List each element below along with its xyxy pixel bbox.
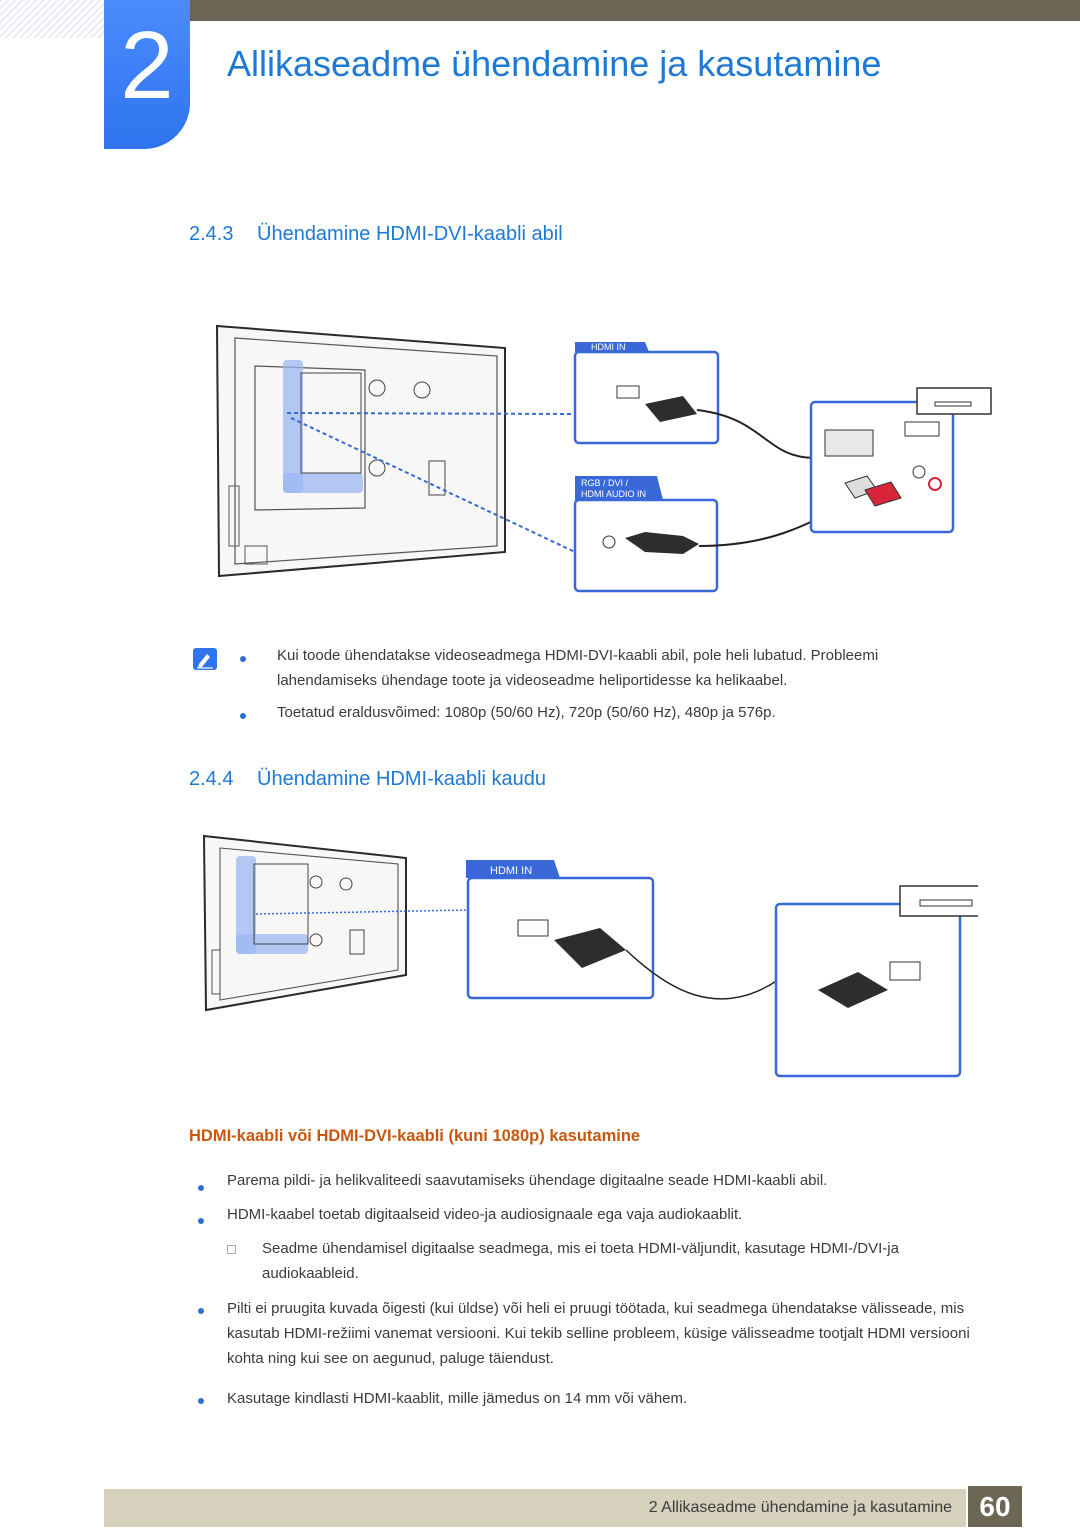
header-stripes xyxy=(0,0,105,38)
header-bar xyxy=(190,0,1080,21)
hdmi-audio-in-tag: HDMI AUDIO IN xyxy=(581,489,646,499)
bullet-4 xyxy=(198,1398,204,1404)
chapter-number: 2 xyxy=(120,12,174,119)
chapter-tab xyxy=(104,0,190,149)
bullet-2 xyxy=(198,1218,204,1224)
bullet-text-4: Kasutage kindlasti HDMI-kaablit, mille j… xyxy=(227,1390,688,1407)
hdmi-in-tag-2: HDMI IN xyxy=(490,865,532,877)
hdmi-dvi-connection-diagram: HDMI IN RGB / DVI / HDMI AUDIO IN xyxy=(215,324,992,593)
note-icon xyxy=(193,648,217,670)
note-bullet-1 xyxy=(240,656,246,662)
bullet-1 xyxy=(198,1185,204,1191)
sub-bullet-text: Seadme ühendamisel digitaalse seadmega, … xyxy=(262,1240,899,1282)
chapter-title: Allikaseadme ühendamine ja kasutamine xyxy=(227,43,882,84)
section-heading-244: Ühendamine HDMI-kaabli kaudu xyxy=(257,768,547,790)
source-device-box-2 xyxy=(774,885,978,1078)
subsection-heading: HDMI-kaabli või HDMI-DVI-kaabli (kuni 10… xyxy=(189,1127,641,1145)
audio-in-port-box: RGB / DVI / HDMI AUDIO IN xyxy=(573,476,856,593)
hdmi-in-port-box: HDMI IN xyxy=(573,342,816,459)
bullet-3 xyxy=(198,1308,204,1314)
note-bullet-2 xyxy=(240,713,246,719)
page-number-box xyxy=(968,1486,1022,1527)
hdmi-in-port-box-2: HDMI IN xyxy=(466,860,779,1000)
section-number-244: 2.4.4 xyxy=(189,768,234,790)
section-title-244: 2.4.4 Ühendamine HDMI-kaabli kaudu xyxy=(189,766,546,792)
section-title-243: 2.4.3 Ühendamine HDMI-DVI-kaabli abil xyxy=(189,221,563,247)
section-number-243: 2.4.3 xyxy=(189,223,234,245)
bullet-text-1: Parema pildi- ja helikvaliteedi saavutam… xyxy=(227,1172,828,1189)
hdmi-in-tag: HDMI IN xyxy=(591,342,626,352)
bullet-text-3: Pilti ei pruugita kuvada õigesti (kui ül… xyxy=(227,1300,970,1367)
bullet-text-2: HDMI-kaabel toetab digitaalseid video-ja… xyxy=(227,1206,743,1223)
sub-bullet-square xyxy=(227,1245,236,1254)
note-text-2: Toetatud eraldusvõimed: 1080p (50/60 Hz)… xyxy=(277,704,776,721)
source-device-box xyxy=(809,387,992,534)
note-text-1: Kui toode ühendatakse videoseadmega HDMI… xyxy=(277,647,879,689)
footer-bar xyxy=(104,1489,966,1527)
monitor-back-illustration xyxy=(215,324,576,578)
rgb-dvi-tag: RGB / DVI / xyxy=(581,478,629,488)
section-heading-243: Ühendamine HDMI-DVI-kaabli abil xyxy=(257,223,563,245)
page-number: 60 xyxy=(979,1491,1011,1522)
hdmi-connection-diagram: HDMI IN xyxy=(202,834,978,1078)
monitor-back-illustration-2 xyxy=(202,834,469,1012)
footer-label: 2 Allikaseadme ühendamine ja kasutamine xyxy=(648,1499,952,1516)
